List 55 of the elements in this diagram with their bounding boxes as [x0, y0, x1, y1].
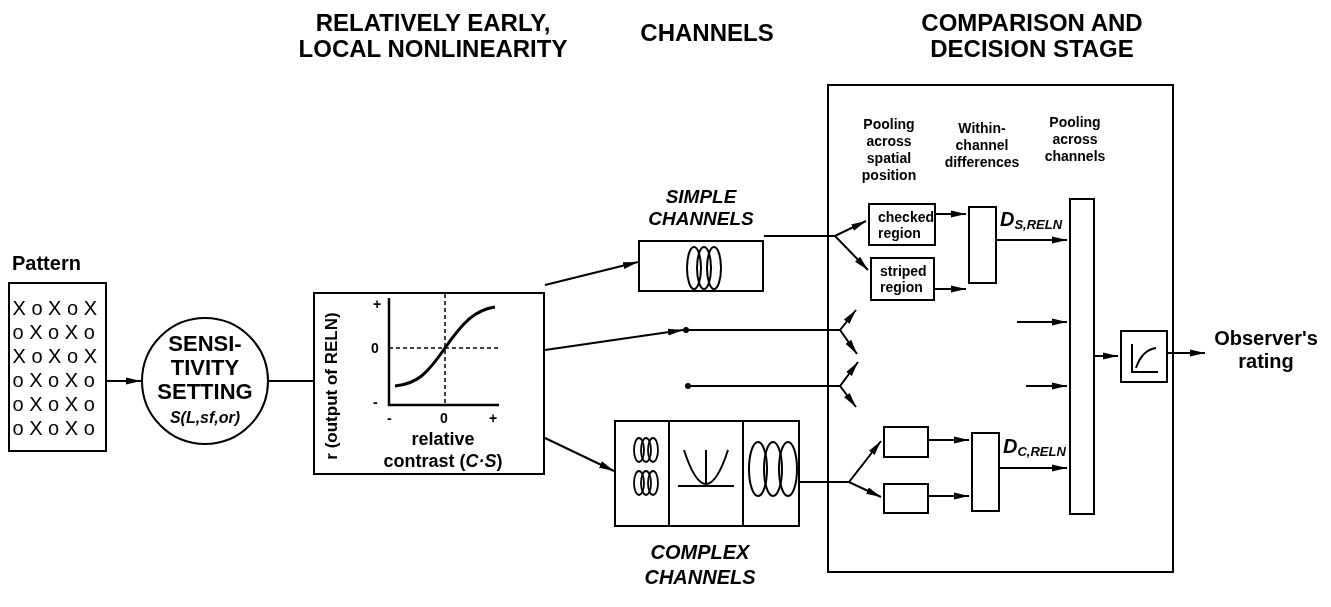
circle-title: SENSI- TIVITY SETTING	[156, 332, 254, 404]
arrow	[997, 464, 1068, 472]
region-box	[870, 257, 935, 301]
arrow	[1092, 352, 1119, 360]
tick-label: +	[373, 295, 382, 314]
section-heading: RELATIVELY EARLY, LOCAL NONLINEARITY	[297, 10, 569, 62]
region-box	[868, 203, 936, 246]
transducer-box	[1120, 330, 1168, 383]
tick-label: +	[489, 409, 498, 428]
pattern-grid: X o X o X o X o X o X o X o X o X o X o o X o X o o X o X o	[12, 296, 98, 440]
tick-label: 0	[371, 339, 379, 358]
section-heading: COMPARISON AND DECISION STAGE	[920, 10, 1144, 62]
arrow	[544, 328, 684, 351]
column-heading: Pooling across spatial position	[860, 116, 918, 184]
arrow	[1165, 349, 1206, 357]
arrow	[933, 210, 967, 218]
pooling-bar	[1069, 198, 1095, 515]
complex-channel-box	[614, 420, 800, 527]
region-label: checked region	[878, 208, 935, 241]
region-box	[883, 426, 929, 458]
decision-stage-box	[827, 84, 1174, 573]
arrow	[544, 437, 615, 472]
region-label: striped region	[880, 263, 928, 295]
arrow	[690, 385, 857, 408]
section-heading: CHANNELS	[639, 20, 775, 46]
column-heading: Pooling across channels	[1043, 114, 1107, 165]
connector-line	[268, 380, 314, 382]
simple-channel-box	[638, 240, 764, 292]
channel-heading: SIMPLE CHANNELS	[647, 186, 755, 230]
arrow	[544, 261, 639, 286]
arrow	[1016, 318, 1068, 326]
pattern-heading: Pattern	[12, 251, 81, 276]
column-heading: Within- channel differences	[943, 120, 1021, 171]
arrow	[799, 481, 882, 498]
formula-label: S(L,sf,or)	[169, 408, 241, 428]
node-text: Observer's rating	[1213, 327, 1319, 373]
tick-label: -	[373, 393, 378, 412]
tick-label: 0	[440, 409, 448, 428]
channel-heading: COMPLEX CHANNELS	[643, 540, 757, 590]
arrow	[106, 377, 142, 385]
arrow	[926, 436, 970, 444]
arrow	[688, 329, 858, 355]
difference-box	[968, 206, 997, 284]
arrow	[926, 492, 970, 500]
difference-box	[971, 432, 1000, 512]
region-box	[883, 483, 929, 514]
arrow	[994, 236, 1068, 244]
axis-title: r (output of RELN)	[321, 312, 343, 460]
arrow	[1025, 382, 1068, 390]
nonlinearity-box	[313, 292, 545, 475]
arrow	[763, 235, 869, 271]
tick-label: -	[387, 409, 392, 428]
pattern-box	[8, 282, 107, 452]
arrow	[932, 285, 967, 293]
axis-title: relative contrast (C·S)	[382, 428, 504, 472]
